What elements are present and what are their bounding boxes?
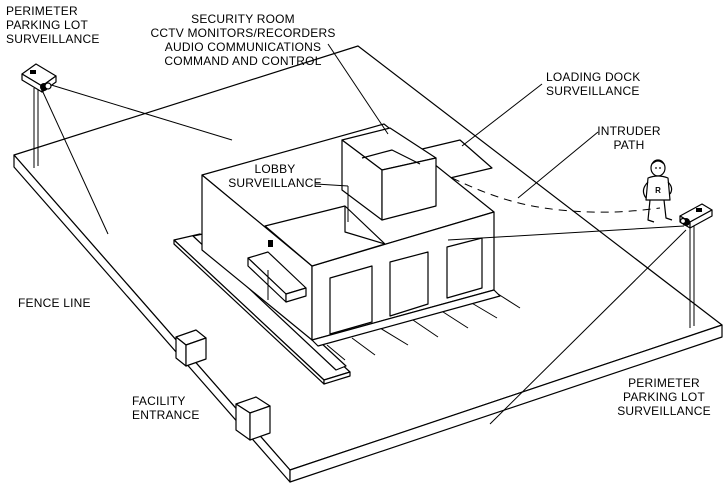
label-intruder-path: INTRUDER PATH: [597, 124, 661, 152]
camera-pole-top-left: [33, 88, 39, 168]
entrance-canopy: [247, 251, 307, 303]
label-security-room: SECURITY ROOM CCTV MONITORS/RECORDERS AU…: [150, 12, 336, 68]
parking-stall-lines: [326, 293, 521, 361]
window: [389, 251, 429, 317]
intruder-figure-icon: R: [642, 159, 673, 223]
cctv-camera-icon: [679, 203, 713, 229]
label-perimeter-top-left: PERIMETER PARKING LOT SURVEILLANCE: [6, 4, 100, 46]
intruder-path: [451, 177, 661, 213]
cctv-camera-icon: [21, 63, 57, 93]
camera-view-lines: [41, 83, 687, 425]
label-perimeter-bottom-right: PERIMETER PARKING LOT SURVEILLANCE: [617, 376, 711, 418]
door-marker: [268, 240, 273, 247]
gate-house-2: [235, 396, 271, 441]
gate-house-1: [175, 329, 207, 367]
window: [329, 265, 373, 335]
window: [446, 237, 483, 299]
svg-text:R: R: [655, 186, 661, 195]
camera-pole-right: [689, 226, 695, 328]
label-lobby: LOBBY SURVEILLANCE: [228, 162, 322, 190]
leader-lines: [315, 43, 599, 222]
lobby-room: [264, 205, 386, 267]
label-loading-dock: LOADING DOCK SURVEILLANCE: [546, 70, 641, 98]
label-fence-line: FENCE LINE: [18, 296, 91, 310]
label-facility-entrance: FACILITY ENTRANCE: [132, 394, 200, 422]
security-room-box: [341, 127, 437, 221]
